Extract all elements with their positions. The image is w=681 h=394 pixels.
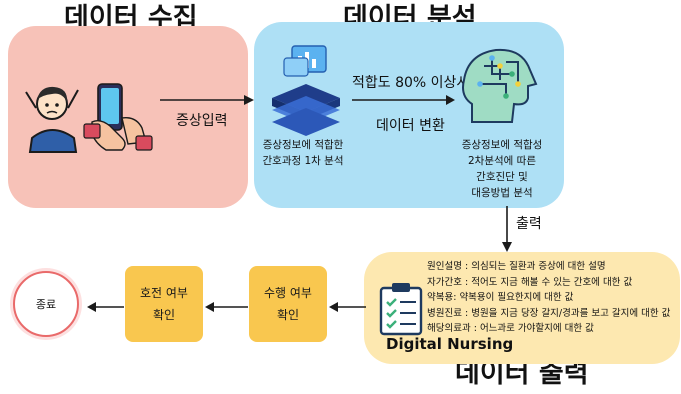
- first-analysis-caption: 증상정보에 적합한 간호과정 1차 분석: [262, 139, 344, 167]
- output-line-medication: 약복용: 약복용이 필요한지에 대한 값: [427, 292, 574, 304]
- output-detail-list: 원인설명 : 의심되는 질환과 증상에 대한 설명 자가간호 : 적어도 지금 …: [427, 259, 670, 337]
- input-arrow: [160, 95, 254, 105]
- output-line-cause: 원인설명 : 의심되는 질환과 증상에 대한 설명: [427, 261, 606, 272]
- transform-label: 데이터 변환: [376, 118, 445, 134]
- output-line-department: 해당의료과 : 어느과로 가야할지에 대한 값: [427, 323, 594, 335]
- data-stack-icon: [272, 45, 340, 136]
- second-analysis-caption: 증상정보에 적합성 2차분석에 따른 간호진단 및 대응방법 분석: [461, 139, 543, 199]
- output-line-hospital: 병원진료 : 병원을 지금 당장 갈지/경과를 보고 갈지에 대한 값: [427, 307, 671, 319]
- threshold-label: 적합도 80% 이상시: [352, 75, 470, 91]
- checklist-icon: [379, 283, 423, 336]
- output-arrow: [502, 206, 512, 252]
- sick-person-icon: [25, 83, 153, 153]
- improve-check-box: 호전 여부 확인: [125, 266, 203, 342]
- end-node: 종료: [10, 268, 82, 340]
- output-line-selfcare: 자가간호 : 적어도 지금 해볼 수 있는 간호에 대한 값: [427, 276, 633, 288]
- output-arrow-label: 출력: [516, 216, 542, 232]
- ai-head-icon: [462, 48, 538, 123]
- input-arrow-label: 증상입력: [176, 113, 228, 129]
- to-end-arrow: [87, 302, 124, 312]
- perform-check-box: 수행 여부 확인: [249, 266, 327, 342]
- output-title: 데이터 출력: [455, 358, 589, 389]
- end-label: 종료: [13, 271, 79, 337]
- digital-nursing-label: Digital Nursing: [386, 335, 514, 353]
- to-improve-arrow: [205, 302, 248, 312]
- transform-arrow: [352, 95, 455, 105]
- to-perform-arrow: [329, 302, 366, 312]
